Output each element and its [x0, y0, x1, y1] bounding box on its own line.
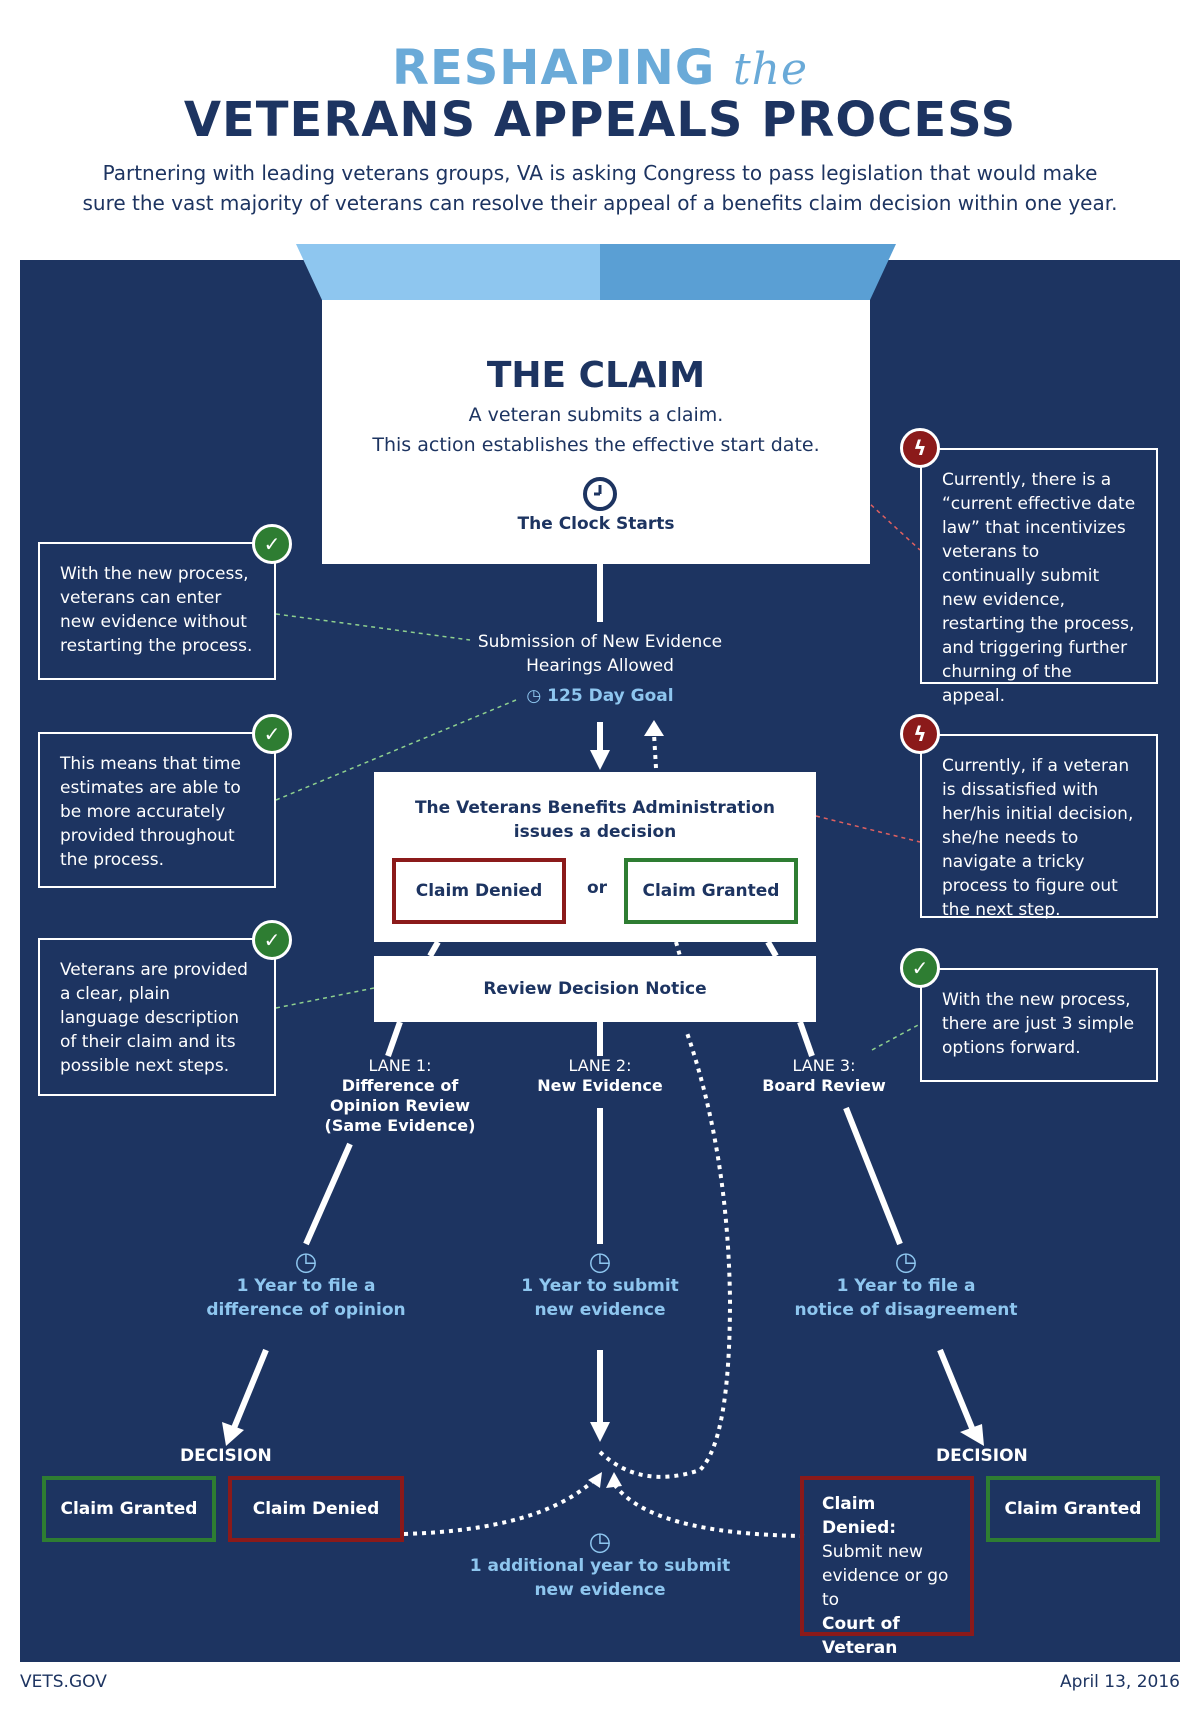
- lane-1-clock-icon: ◷: [294, 1247, 318, 1277]
- vba-or: or: [586, 878, 608, 898]
- claim-title: THE CLAIM: [486, 355, 706, 396]
- left-note-3-check-icon: ✓: [252, 920, 292, 960]
- additional-year-timer: ◷ 1 additional year to submit new eviden…: [460, 1527, 740, 1602]
- right-note-3-check-icon: ✓: [900, 948, 940, 988]
- right-note-1-alert-icon: ϟ: [900, 428, 940, 468]
- goal-clock-icon: ◷: [526, 686, 542, 706]
- lane-1-timer: ◷ 1 Year to file a difference of opinion: [186, 1247, 426, 1322]
- vba-title: The Veterans Benefits Administration iss…: [414, 798, 776, 842]
- lane-2-clock-icon: ◷: [588, 1247, 612, 1277]
- left-note-2-check-icon: ✓: [252, 714, 292, 754]
- left-note-2: This means that time estimates are able …: [38, 732, 276, 888]
- claim-box: [322, 300, 870, 564]
- right-note-3: With the new process, there are just 3 s…: [920, 968, 1158, 1082]
- evidence-stage: Submission of New Evidence Hearings Allo…: [440, 630, 760, 678]
- evidence-line-2: Hearings Allowed: [526, 656, 674, 676]
- lane-2-label: LANE 2: New Evidence: [537, 1056, 663, 1095]
- lane-1-label: LANE 1: Difference of Opinion Review (Sa…: [324, 1056, 476, 1135]
- left-note-1: With the new process, veterans can enter…: [38, 542, 276, 680]
- lane-3-timer: ◷ 1 Year to file a notice of disagreemen…: [786, 1247, 1026, 1322]
- claim-line-1: A veteran submits a claim.: [468, 404, 724, 426]
- left-note-1-check-icon: ✓: [252, 524, 292, 564]
- right-decision-heading: DECISION: [936, 1446, 1028, 1466]
- intro-text: Partnering with leading veterans groups,…: [82, 161, 1118, 215]
- title-line-2: VETERANS APPEALS PROCESS: [183, 92, 1017, 148]
- clock-icon: [583, 477, 617, 511]
- vba-claim-denied: Claim Denied: [392, 858, 566, 924]
- title-line-1: RESHAPING the: [391, 40, 809, 96]
- right-note-1: Currently, there is a “current effective…: [920, 448, 1158, 706]
- vba-claim-granted: Claim Granted: [624, 858, 798, 924]
- evidence-line-1: Submission of New Evidence: [477, 632, 723, 652]
- lane-3-label: LANE 3: Board Review: [762, 1056, 886, 1095]
- claim-description: A veteran submits a claim. This action e…: [322, 400, 870, 460]
- additional-year-clock-icon: ◷: [588, 1527, 612, 1557]
- left-claim-granted: Claim Granted: [42, 1476, 216, 1542]
- right-claim-granted: Claim Granted: [986, 1476, 1160, 1542]
- left-note-3: Veterans are provided a clear, plain lan…: [38, 938, 276, 1096]
- review-decision-notice: Review Decision Notice: [374, 956, 816, 1022]
- footer-site: VETS.GOV: [20, 1672, 107, 1692]
- lane-3-clock-icon: ◷: [894, 1247, 918, 1277]
- right-claim-denied: Claim Denied: Submit new evidence or go …: [800, 1476, 974, 1682]
- left-decision-heading: DECISION: [180, 1446, 272, 1466]
- clock-starts-label: The Clock Starts: [517, 514, 675, 534]
- left-claim-denied: Claim Denied: [228, 1476, 404, 1542]
- goal-label: ◷ 125 Day Goal: [526, 686, 674, 706]
- footer-date: April 13, 2016: [1060, 1672, 1180, 1692]
- claim-line-2: This action establishes the effective st…: [372, 434, 820, 456]
- right-note-2-alert-icon: ϟ: [900, 714, 940, 754]
- right-note-2: Currently, if a veteran is dissatisfied …: [920, 734, 1158, 920]
- title-the: the: [732, 44, 809, 95]
- lane-2-timer: ◷ 1 Year to submit new evidence: [490, 1247, 710, 1322]
